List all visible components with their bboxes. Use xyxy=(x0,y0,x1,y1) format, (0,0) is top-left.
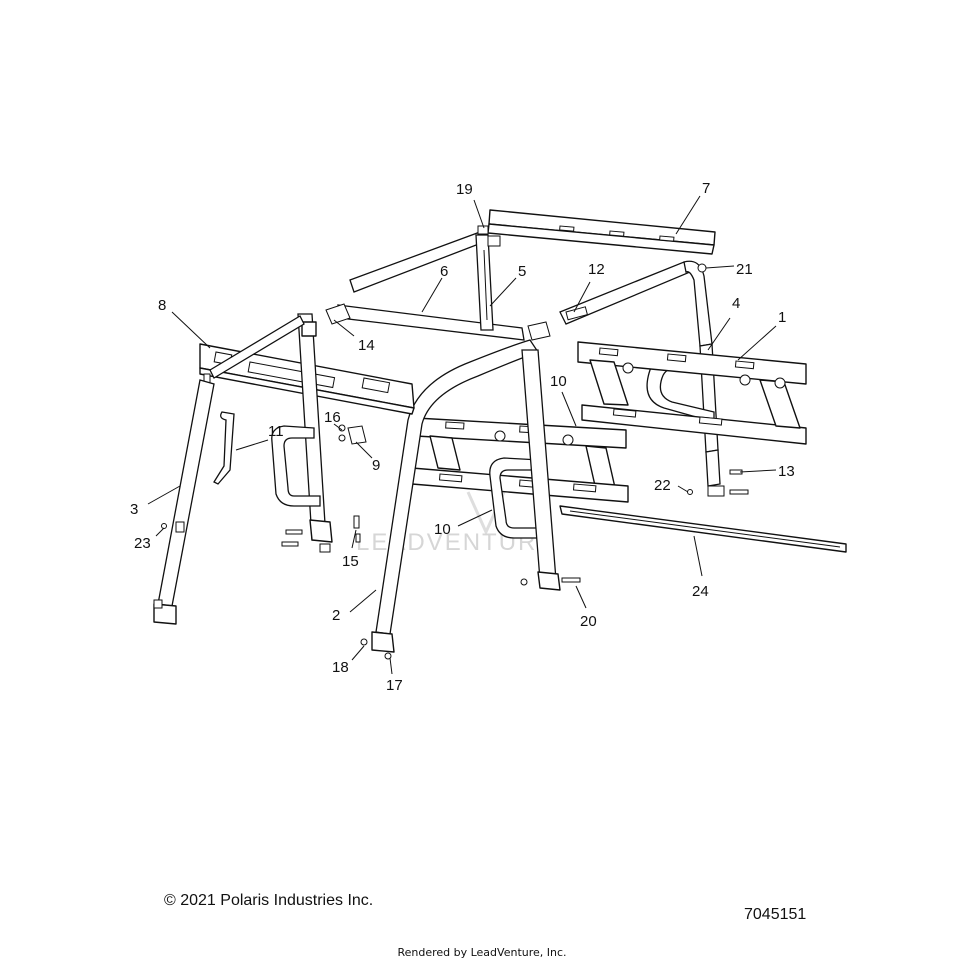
callout-10-lower: 10 xyxy=(434,521,451,538)
callout-11: 11 xyxy=(268,423,284,440)
callout-22: 22 xyxy=(654,477,671,494)
roof-side-rail xyxy=(559,260,713,347)
callout-13: 13 xyxy=(778,463,795,480)
callout-12: 12 xyxy=(588,261,605,278)
callout-21: 21 xyxy=(736,261,753,278)
callouts: 1 2 3 4 5 6 7 8 9 10 10 11 12 13 14 15 1… xyxy=(130,180,795,694)
watermark: LEADVENTURE xyxy=(356,491,553,556)
left-b-post xyxy=(209,313,333,543)
callout-14: 14 xyxy=(358,337,375,354)
callout-5: 5 xyxy=(518,263,526,280)
part-1-rear-side-panel xyxy=(577,341,807,445)
callout-16: 16 xyxy=(324,409,341,426)
callout-24: 24 xyxy=(692,583,709,600)
hardware xyxy=(153,225,749,660)
drawing-number: 7045151 xyxy=(744,906,807,923)
callout-23: 23 xyxy=(134,535,151,552)
callout-10-upper: 10 xyxy=(550,373,567,390)
callout-20: 20 xyxy=(580,613,597,630)
callout-9: 9 xyxy=(372,457,380,474)
part-2-front-hoop xyxy=(371,339,561,653)
callout-17: 17 xyxy=(386,677,403,694)
callout-4: 4 xyxy=(732,295,740,312)
callout-7: 7 xyxy=(702,180,710,197)
part-5-rear-post-tube xyxy=(475,234,494,331)
callout-6: 6 xyxy=(440,263,448,280)
part-7-rear-cross-plate xyxy=(487,209,716,255)
part-11-grab-bar xyxy=(213,411,235,485)
part-3-front-post xyxy=(153,379,215,625)
leader-lines xyxy=(147,195,777,675)
rendered-by-footer: Rendered by LeadVenture, Inc. xyxy=(397,946,567,959)
part-24-lower-rail xyxy=(559,505,847,553)
callout-1: 1 xyxy=(778,309,786,326)
callout-3: 3 xyxy=(130,501,138,518)
callout-2: 2 xyxy=(332,607,340,624)
left-grab-handle xyxy=(271,425,321,507)
callout-15: 15 xyxy=(342,553,359,570)
callout-18: 18 xyxy=(332,659,349,676)
copyright-notice: © 2021 Polaris Industries Inc. xyxy=(164,892,374,909)
callout-19: 19 xyxy=(456,181,473,198)
callout-8: 8 xyxy=(158,297,166,314)
part-6-roof-tube xyxy=(337,231,525,341)
